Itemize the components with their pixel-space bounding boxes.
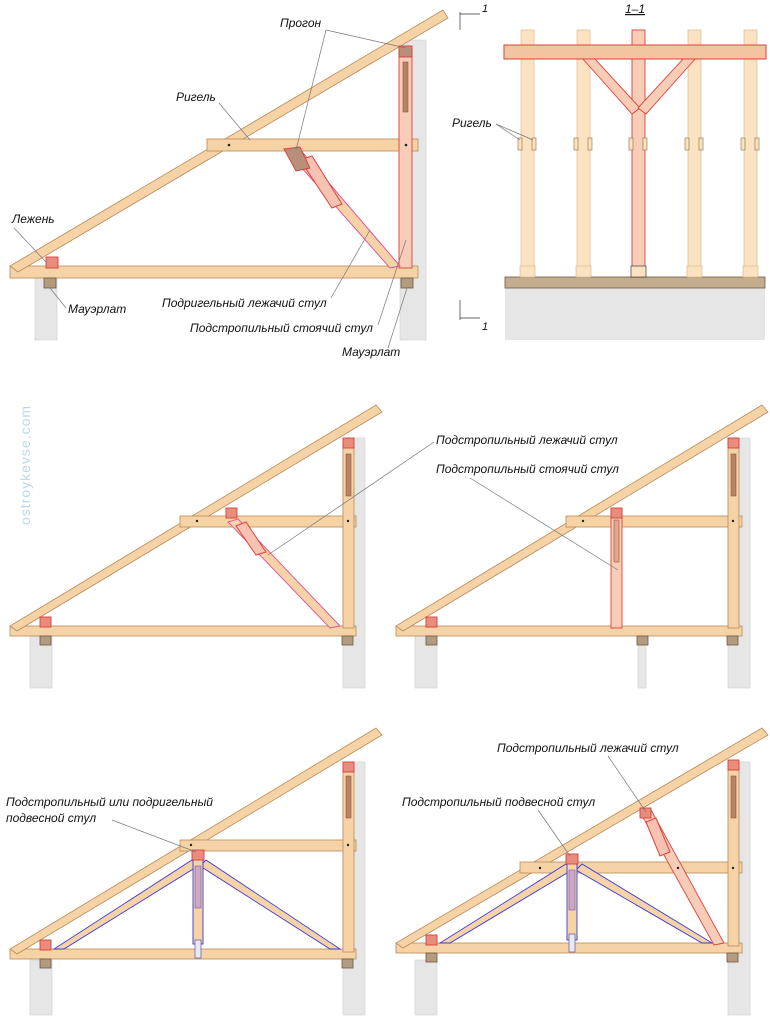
- panel-2b: Подстропильный лежачий стул Подстропильн…: [267, 404, 769, 689]
- section-brace-right: [637, 57, 698, 115]
- section-post-2: [576, 29, 591, 278]
- bolt: [404, 143, 408, 147]
- cut-label-top: 1: [482, 3, 488, 15]
- leader-p2-lezh: [267, 441, 435, 556]
- label-lezhen: Лежень: [11, 212, 55, 226]
- section-rigel-blocks: [517, 137, 760, 151]
- section-post-center: [631, 29, 646, 278]
- label-section-rigel: Ригель: [452, 116, 492, 130]
- label-progon: Прогон: [280, 16, 322, 30]
- purlin-node: [398, 45, 413, 58]
- leader-mauerlat-1: [49, 287, 67, 309]
- leader-p4-lezh: [607, 755, 647, 813]
- section-title: 1–1: [625, 2, 645, 16]
- label-mauerlat-1: Мауэрлат: [68, 302, 126, 316]
- watermark: ostroykevse.com: [17, 405, 33, 525]
- section-mauerlat: [504, 276, 766, 289]
- section-post-4: [687, 29, 702, 278]
- label-podrig-lezh: Подригельный лежачий стул: [162, 296, 327, 310]
- section-pad-center: [630, 265, 647, 278]
- section-pad: [742, 265, 759, 278]
- label-p3-line1: Подстропильный или подригельный: [6, 795, 213, 809]
- section-pad: [575, 265, 592, 278]
- strut-highlight: [299, 155, 343, 209]
- label-p4-lezh: Подстропильный лежачий стул: [497, 741, 679, 755]
- tie-beam: [9, 265, 419, 279]
- panel-4: Подстропильный лежачий стул Подстропильн…: [395, 727, 769, 1016]
- leader-section-rigel-1: [495, 123, 521, 141]
- leader-podstr: [377, 239, 407, 326]
- leader-podrig: [330, 229, 371, 299]
- label-mauerlat-2: Мауэрлат: [342, 345, 400, 359]
- leader-section-rigel-2: [495, 123, 534, 141]
- leader-mauerlat-2: [387, 287, 408, 349]
- leader-progon-1: [325, 29, 407, 49]
- panel-2: [9, 404, 383, 689]
- section-post-1: [520, 29, 535, 278]
- leader-p4-podves: [537, 809, 571, 857]
- post-slot: [402, 61, 409, 113]
- mauerlat-right: [400, 277, 414, 289]
- section-post-5: [743, 29, 758, 278]
- collar-beam: [206, 138, 419, 152]
- leader-lezhen: [13, 227, 47, 263]
- panel-1-main-frame: 1 1 Прогон Ригель Лежень Мауэрлат Подриг…: [9, 3, 488, 359]
- label-podstr-stoy: Подстропильный стоячий стул: [190, 321, 373, 335]
- leader-p2-stoy: [469, 477, 619, 571]
- leader-progon-2: [295, 29, 327, 151]
- section-wall: [505, 288, 765, 340]
- section-pad: [519, 265, 536, 278]
- leader-p3: [111, 819, 197, 853]
- section-purlin: [503, 44, 767, 60]
- label-p2-stoy: Подстропильный стоячий стул: [436, 462, 619, 476]
- cut-label-bottom: 1: [482, 321, 488, 333]
- lezhen-node: [45, 256, 59, 269]
- leader-rigel: [218, 102, 251, 141]
- mauerlat-left: [43, 277, 57, 289]
- label-p2-lezh: Подстропильный лежачий стул: [436, 433, 618, 447]
- panel-3: Подстропильный или подригельный подвесно…: [6, 727, 383, 1016]
- section-1-1: 1–1 Ригель: [452, 2, 767, 340]
- bolt: [227, 143, 231, 147]
- strut-node: [283, 146, 311, 172]
- label-rigel: Ригель: [176, 90, 216, 104]
- label-p3-line2: подвесной стул: [6, 811, 96, 825]
- label-p4-podves: Подстропильный подвесной стул: [402, 795, 595, 809]
- section-brace-left: [580, 57, 641, 115]
- section-pad: [686, 265, 703, 278]
